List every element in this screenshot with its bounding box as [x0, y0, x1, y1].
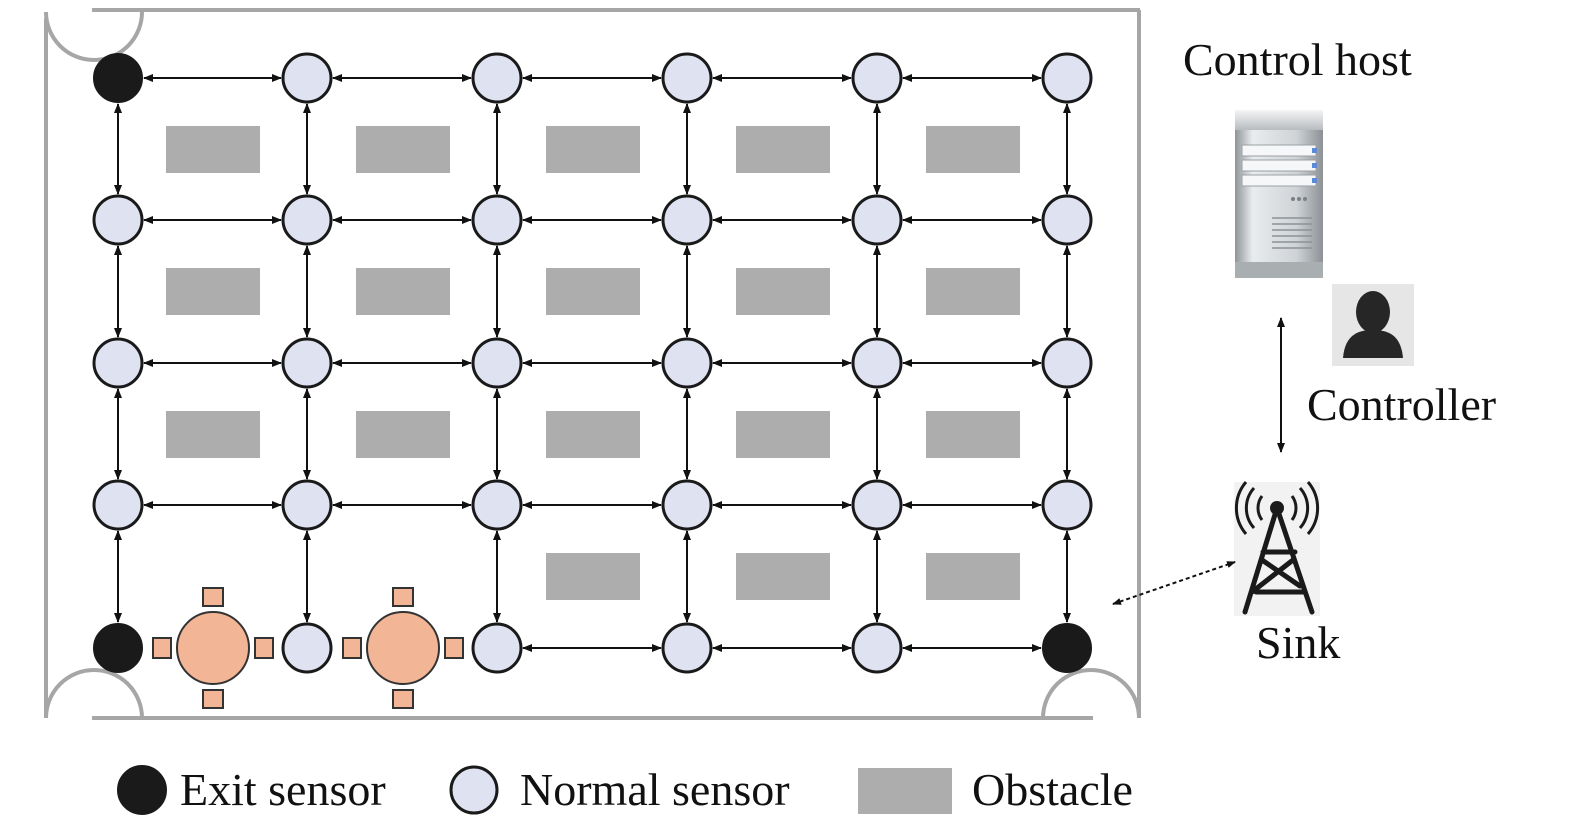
normal-sensor — [661, 194, 713, 246]
obstacle — [356, 268, 450, 315]
obstacle — [736, 126, 830, 173]
legend-normal-label: Normal sensor — [520, 764, 790, 815]
obstacle — [926, 411, 1020, 458]
room-sink-link — [1112, 561, 1236, 605]
normal-sensor — [471, 52, 523, 104]
obstacle — [166, 411, 260, 458]
obstacle — [166, 126, 260, 173]
normal-sensor — [661, 622, 713, 674]
legend-obstacle-label: Obstacle — [972, 764, 1133, 815]
normal-sensor — [1041, 52, 1093, 104]
normal-sensor — [1041, 337, 1093, 389]
exit-sensor — [1042, 623, 1092, 673]
obstacle — [926, 553, 1020, 600]
normal-sensor — [1041, 479, 1093, 531]
normal-sensor — [851, 479, 903, 531]
obstacle — [546, 553, 640, 600]
door-bottom-right — [1041, 668, 1141, 719]
normal-sensor — [471, 337, 523, 389]
obstacle — [736, 268, 830, 315]
normal-sensor — [281, 337, 333, 389]
obstacle — [546, 411, 640, 458]
controller-person-icon — [1332, 284, 1414, 366]
room-walls — [44, 8, 1141, 720]
sink-tower-icon — [1234, 481, 1320, 616]
sink-label: Sink — [1256, 617, 1340, 668]
obstacle — [926, 126, 1020, 173]
normal-sensor — [471, 194, 523, 246]
obstacle — [736, 553, 830, 600]
controller-label: Controller — [1307, 379, 1496, 430]
normal-sensor — [661, 337, 713, 389]
obstacle — [546, 268, 640, 315]
legend-exit-sensor-swatch — [117, 765, 167, 815]
obstacle — [356, 411, 450, 458]
obstacles — [166, 126, 1020, 600]
server-icon — [1235, 110, 1323, 278]
obstacle — [546, 126, 640, 173]
round-table — [342, 587, 464, 709]
control-host-label: Control host — [1183, 34, 1412, 85]
normal-sensor — [92, 479, 144, 531]
normal-sensor — [281, 52, 333, 104]
legend-obstacle-swatch — [858, 768, 952, 814]
normal-sensor — [661, 479, 713, 531]
normal-sensor — [851, 194, 903, 246]
legend: Exit sensor Normal sensor Obstacle — [117, 764, 1133, 815]
sensor-nodes — [92, 52, 1093, 709]
normal-sensor — [851, 52, 903, 104]
door-bottom-left — [44, 668, 144, 719]
sensor-links — [114, 74, 1071, 652]
normal-sensor — [851, 337, 903, 389]
obstacle — [356, 126, 450, 173]
legend-exit-label: Exit sensor — [180, 764, 386, 815]
normal-sensor — [281, 622, 333, 674]
round-table — [152, 587, 274, 709]
exit-sensor — [93, 623, 143, 673]
normal-sensor — [281, 479, 333, 531]
legend-normal-sensor-swatch — [449, 765, 499, 815]
obstacle — [926, 268, 1020, 315]
obstacle — [166, 268, 260, 315]
normal-sensor — [471, 479, 523, 531]
normal-sensor — [661, 52, 713, 104]
door-top-left — [44, 11, 144, 62]
exit-sensor — [93, 53, 143, 103]
normal-sensor — [851, 622, 903, 674]
normal-sensor — [92, 337, 144, 389]
normal-sensor — [281, 194, 333, 246]
normal-sensor — [92, 194, 144, 246]
normal-sensor — [471, 622, 523, 674]
normal-sensor — [1041, 194, 1093, 246]
obstacle — [736, 411, 830, 458]
